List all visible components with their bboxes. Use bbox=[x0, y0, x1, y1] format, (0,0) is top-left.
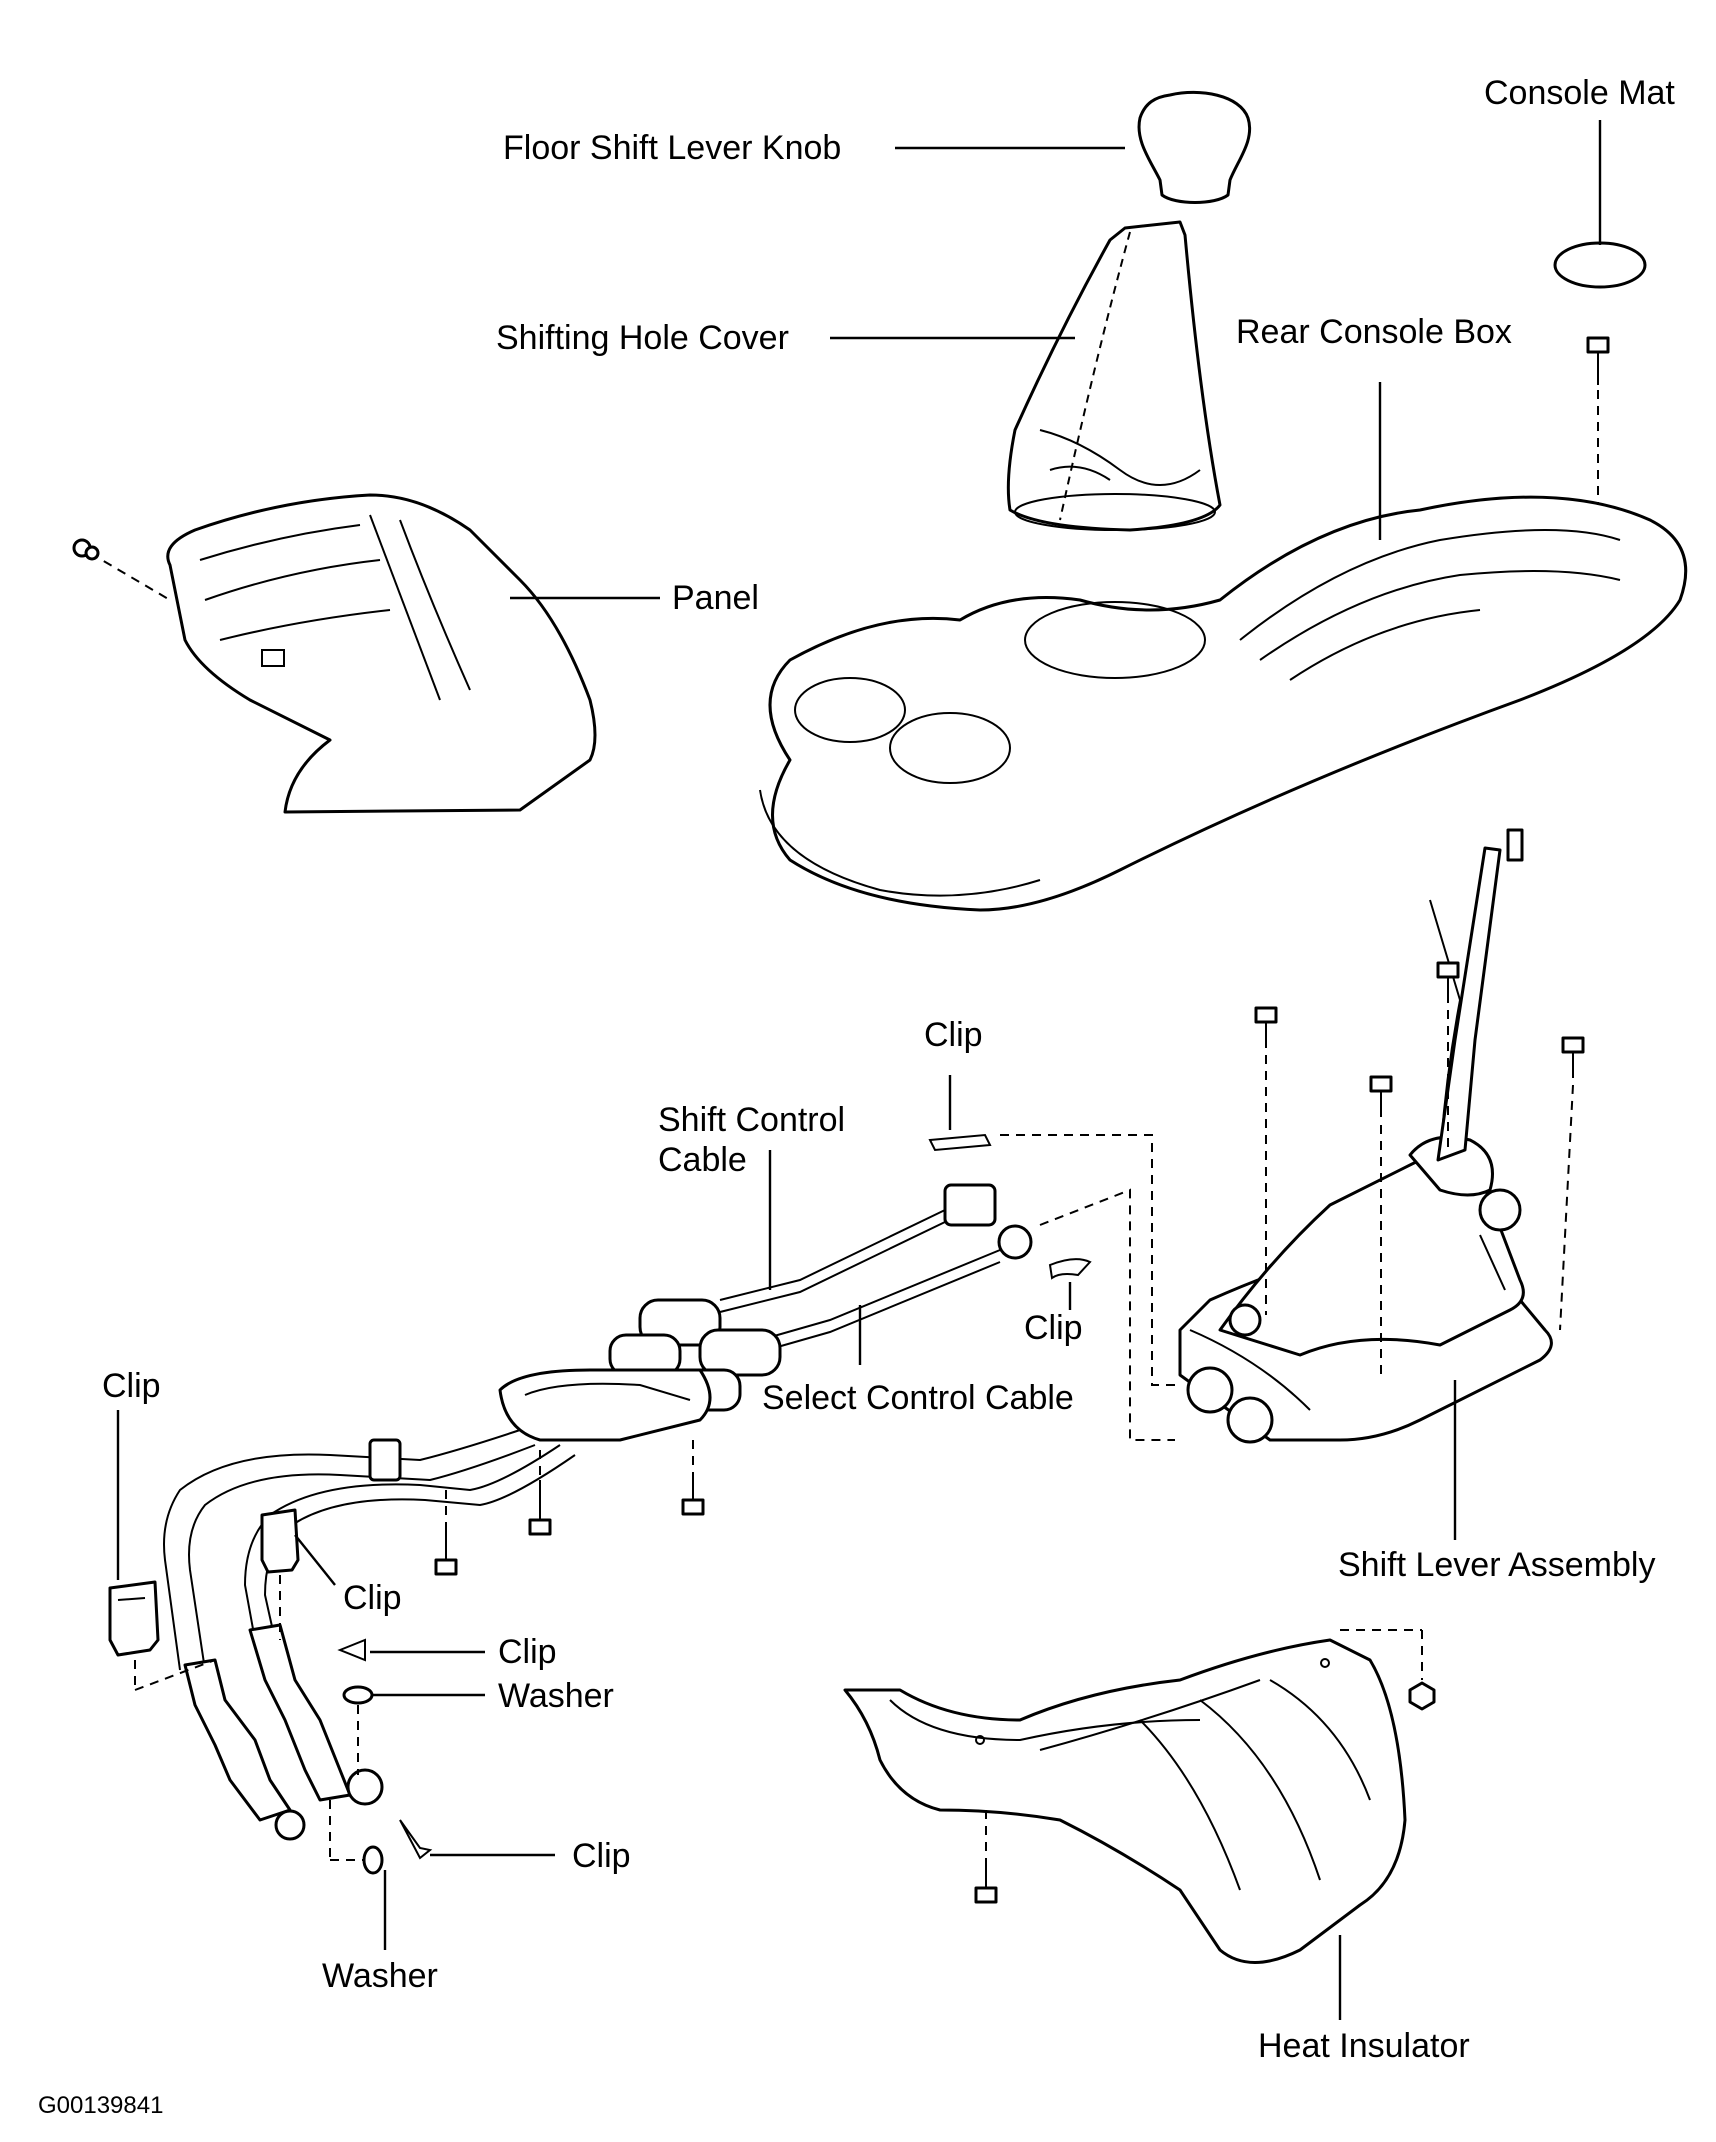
label-clip-right: Clip bbox=[1024, 1309, 1083, 1347]
label-rear-console-box: Rear Console Box bbox=[1236, 313, 1512, 351]
label-shift-control-cable: Shift Control Cable bbox=[658, 1101, 846, 1179]
floor-shift-lever-knob-drawing bbox=[1137, 90, 1251, 204]
washer-upper-drawing bbox=[342, 1685, 374, 1705]
bolt-heat-insulator bbox=[974, 1860, 998, 1904]
label-clip-lower: Clip bbox=[498, 1633, 557, 1671]
label-clip-center: Clip bbox=[343, 1579, 402, 1617]
label-floor-shift-lever-knob: Floor Shift Lever Knob bbox=[503, 129, 842, 167]
bolts-shift-lever bbox=[1254, 961, 1585, 1117]
label-clip-left: Clip bbox=[102, 1367, 161, 1405]
bolts-cable-bracket bbox=[434, 1480, 705, 1576]
clip-center-drawing bbox=[260, 1508, 300, 1574]
bolt-console bbox=[1586, 336, 1610, 385]
label-heat-insulator: Heat Insulator bbox=[1258, 2027, 1470, 2065]
heat-insulator-drawing bbox=[843, 1638, 1407, 1964]
clip-lower-drawing bbox=[337, 1638, 366, 1662]
rear-console-box-drawing bbox=[759, 495, 1688, 912]
clip-bottom-drawing bbox=[399, 1819, 433, 1860]
clip-left-drawing bbox=[108, 1580, 160, 1657]
label-console-mat: Console Mat bbox=[1484, 74, 1675, 112]
washer-bottom-drawing bbox=[362, 1845, 384, 1875]
dash-shift-cable bbox=[1000, 1134, 1180, 1386]
dash-select-cable bbox=[1039, 1188, 1175, 1441]
clip-right-drawing bbox=[1048, 1258, 1092, 1280]
label-shift-lever-assembly: Shift Lever Assembly bbox=[1338, 1546, 1656, 1584]
label-washer-bottom: Washer bbox=[322, 1957, 438, 1995]
shift-lever-assembly-drawing bbox=[1178, 828, 1553, 1444]
nut-heat-insulator bbox=[1408, 1681, 1436, 1711]
clip-top-drawing bbox=[928, 1133, 992, 1152]
label-clip-bottom: Clip bbox=[572, 1837, 631, 1875]
label-washer-upper: Washer bbox=[498, 1677, 614, 1715]
shifting-hole-cover-drawing bbox=[1006, 220, 1222, 532]
cable-assembly-drawing bbox=[163, 1183, 1033, 1841]
label-select-control-cable: Select Control Cable bbox=[762, 1379, 1074, 1417]
panel-drawing bbox=[166, 493, 597, 814]
figure-id: G00139841 bbox=[38, 2092, 164, 2119]
screw-panel bbox=[72, 538, 100, 561]
label-panel: Panel bbox=[672, 579, 759, 617]
console-mat-drawing bbox=[1553, 241, 1647, 289]
label-clip-top: Clip bbox=[924, 1016, 983, 1054]
label-shifting-hole-cover: Shifting Hole Cover bbox=[496, 319, 789, 357]
